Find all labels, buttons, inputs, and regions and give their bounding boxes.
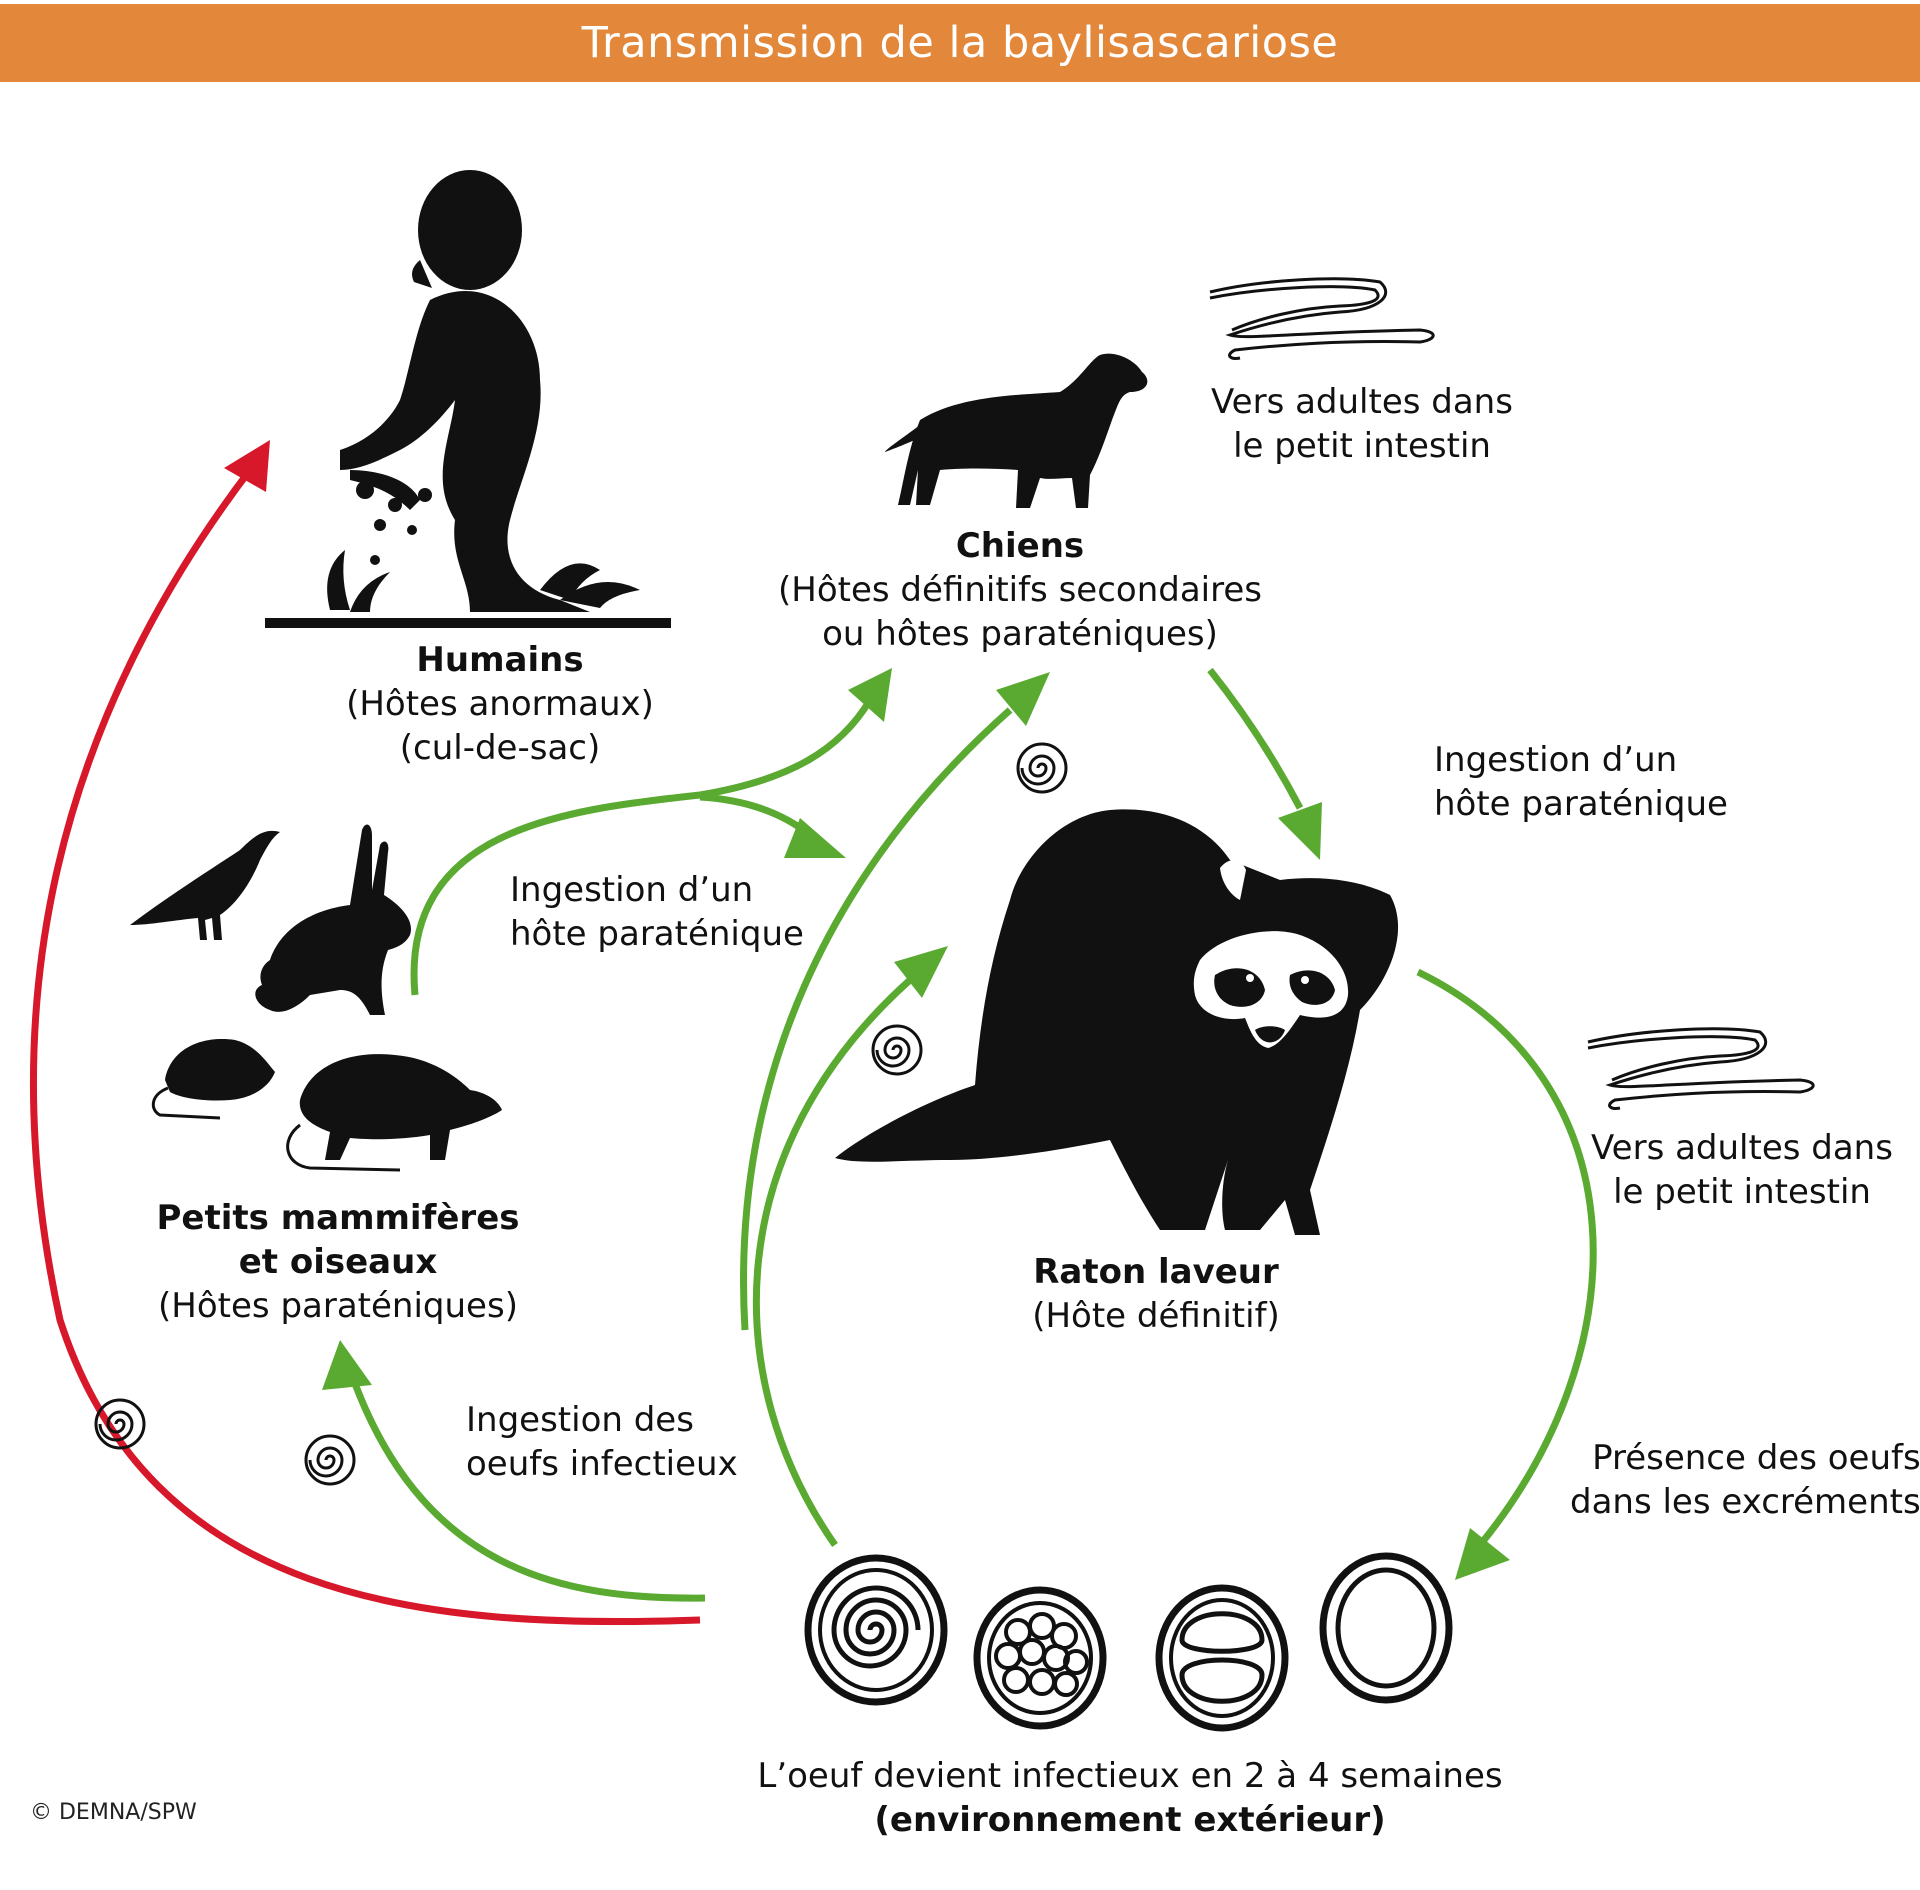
small-mammals-name-line2: et oiseaux bbox=[238, 1242, 438, 1282]
annotation-worms-dog: Vers adultes dans le petit intestin bbox=[1162, 380, 1562, 468]
arrow-eggs-to-small-mammals bbox=[322, 1340, 706, 1602]
egg-icon-red-path bbox=[94, 1398, 146, 1450]
annotation-ingestion-right: Ingestion d’un hôte paraténique bbox=[1434, 738, 1728, 826]
egg-stage-infective bbox=[804, 1554, 948, 1706]
annotation-ingestion-mid: Ingestion d’un hôte paraténique bbox=[510, 868, 804, 956]
small-mammals-role: (Hôtes paraténiques) bbox=[158, 1286, 518, 1326]
humans-note: (cul-de-sac) bbox=[399, 728, 601, 768]
rabbit-silhouette bbox=[255, 824, 411, 1015]
arrow-eggs-to-humans bbox=[29, 440, 701, 1626]
arrow-small-mammals-to-dogs bbox=[410, 668, 892, 996]
small-mammals-name-line1: Petits mammifères bbox=[156, 1198, 520, 1238]
worms-raccoon-line2: le petit intestin bbox=[1613, 1172, 1871, 1212]
dogs-name: Chiens bbox=[955, 526, 1085, 566]
dog-silhouette bbox=[885, 353, 1148, 508]
dogs-role-line2: ou hôtes paraténiques) bbox=[822, 614, 1218, 654]
label-raccoon: Raton laveur (Hôte définitif) bbox=[956, 1250, 1356, 1338]
raccoon-silhouette bbox=[835, 809, 1399, 1235]
arrow-raccoon-to-eggs bbox=[1416, 968, 1597, 1580]
title-banner: Transmission de la baylisascariose bbox=[0, 4, 1920, 82]
egg-icon-raccoon-path bbox=[871, 1024, 923, 1076]
arrow-small-mammals-to-raccoon bbox=[699, 793, 846, 858]
label-small-mammals: Petits mammifères et oiseaux (Hôtes para… bbox=[138, 1196, 538, 1328]
page-title: Transmission de la baylisascariose bbox=[581, 18, 1339, 68]
egg-stage-morula bbox=[973, 1586, 1107, 1730]
dogs-role-line1: (Hôtes définitifs secondaires bbox=[778, 570, 1262, 610]
feces-line1: Présence des oeufs bbox=[1592, 1438, 1920, 1478]
raccoon-name: Raton laveur bbox=[1033, 1252, 1279, 1292]
arrow-eggs-to-dogs bbox=[740, 672, 1050, 1331]
mouse-silhouette bbox=[151, 1039, 275, 1120]
annotation-feces: Présence des oeufs dans les excréments bbox=[1570, 1436, 1920, 1524]
worms-dog-line1: Vers adultes dans bbox=[1211, 382, 1513, 422]
child-silhouette bbox=[265, 170, 671, 628]
label-environment: L’oeuf devient infectieux en 2 à 4 semai… bbox=[710, 1754, 1550, 1842]
worms-dog-icon bbox=[1209, 277, 1435, 360]
ingestion-eggs-line1: Ingestion des bbox=[466, 1400, 694, 1440]
annotation-worms-raccoon: Vers adultes dans le petit intestin bbox=[1542, 1126, 1920, 1214]
ingestion-right-line1: Ingestion d’un bbox=[1434, 740, 1678, 780]
crow-silhouette bbox=[130, 830, 280, 940]
ingestion-right-line2: hôte paraténique bbox=[1434, 784, 1728, 824]
arrow-dogs-to-raccoon bbox=[1207, 667, 1322, 860]
ingestion-eggs-line2: oeufs infectieux bbox=[466, 1444, 738, 1484]
environment-line2: (environnement extérieur) bbox=[874, 1800, 1386, 1840]
arrow-eggs-to-raccoon bbox=[752, 946, 948, 1547]
environment-line1: L’oeuf devient infectieux en 2 à 4 semai… bbox=[757, 1756, 1503, 1796]
egg-stage-unembryonated bbox=[1319, 1552, 1453, 1704]
worms-raccoon-line1: Vers adultes dans bbox=[1591, 1128, 1893, 1168]
worms-dog-line2: le petit intestin bbox=[1233, 426, 1491, 466]
label-humans: Humains (Hôtes anormaux) (cul-de-sac) bbox=[300, 638, 700, 770]
humans-role: (Hôtes anormaux) bbox=[346, 684, 654, 724]
copyright-credit: © DEMNA/SPW bbox=[30, 1800, 197, 1825]
worms-raccoon-icon bbox=[1587, 1027, 1815, 1110]
egg-icon-dog-path bbox=[1016, 742, 1068, 794]
feces-line2: dans les excréments bbox=[1570, 1482, 1920, 1522]
label-dogs: Chiens (Hôtes définitifs secondaires ou … bbox=[770, 524, 1270, 656]
annotation-ingestion-eggs: Ingestion des oeufs infectieux bbox=[466, 1398, 738, 1486]
raccoon-role: (Hôte définitif) bbox=[1032, 1296, 1280, 1336]
egg-stage-two-cell bbox=[1155, 1584, 1289, 1732]
ingestion-mid-line2: hôte paraténique bbox=[510, 914, 804, 954]
egg-icon-small-mammal-path bbox=[304, 1434, 356, 1486]
humans-name: Humains bbox=[416, 640, 584, 680]
rat-silhouette bbox=[286, 1054, 502, 1172]
ingestion-mid-line1: Ingestion d’un bbox=[510, 870, 754, 910]
